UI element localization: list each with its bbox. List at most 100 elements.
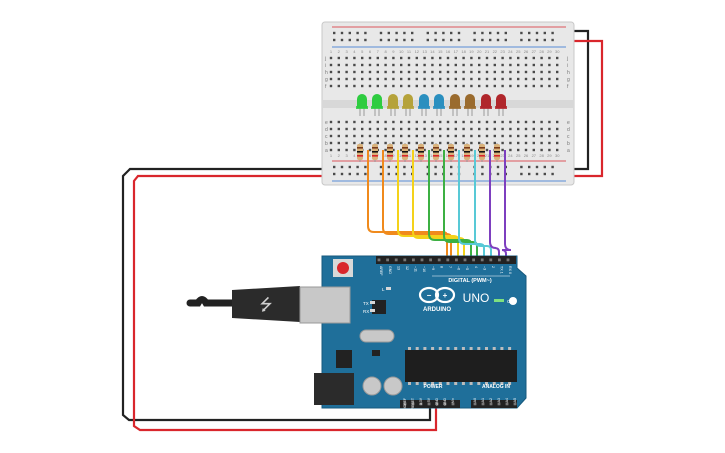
led[interactable]	[372, 94, 382, 108]
breadboard-hole	[392, 70, 395, 74]
breadboard-hole	[446, 70, 450, 74]
header-pin[interactable]	[377, 258, 381, 262]
usb-plug-body[interactable]	[232, 286, 300, 322]
breadboard-hole	[462, 134, 465, 138]
header-pin[interactable]	[451, 402, 455, 406]
breadboard-hole	[478, 134, 481, 138]
breadboard-hole	[470, 120, 473, 124]
header-pin[interactable]	[419, 402, 423, 406]
breadboard-hole	[524, 141, 528, 145]
led-rim	[464, 106, 476, 109]
header-pin[interactable]	[505, 402, 509, 406]
breadboard-hole	[431, 141, 434, 145]
breadboard-hole	[423, 84, 426, 88]
signal-wire[interactable]	[489, 150, 500, 260]
signal-wire[interactable]	[474, 150, 492, 260]
header-pin[interactable]	[481, 402, 485, 406]
rail-hole	[481, 165, 484, 169]
breadboard-hole	[329, 77, 333, 81]
usb-cable-tail	[186, 296, 236, 307]
header-pin[interactable]	[455, 258, 458, 262]
rail-hole	[528, 165, 531, 169]
header-pin[interactable]	[427, 402, 431, 406]
header-pin[interactable]	[506, 258, 510, 262]
header-pin[interactable]	[403, 258, 407, 262]
header-pin[interactable]	[480, 258, 484, 262]
chip-leg	[477, 347, 481, 350]
header-pin[interactable]	[472, 258, 475, 262]
breadboard-hole	[376, 134, 379, 138]
header-pin[interactable]	[463, 258, 467, 262]
signal-wire[interactable]	[501, 150, 512, 260]
header-pin[interactable]	[513, 402, 517, 406]
column-number: 6	[369, 153, 372, 158]
header-pin[interactable]	[446, 258, 450, 262]
red-power-wire[interactable]	[132, 39, 604, 432]
header-pin[interactable]	[473, 402, 477, 406]
breadboard-hole	[392, 63, 395, 67]
led[interactable]	[496, 94, 506, 108]
header-pin[interactable]	[411, 402, 415, 406]
breadboard-hole	[493, 70, 496, 74]
header-pin[interactable]	[498, 258, 501, 262]
resistor-band	[433, 147, 439, 149]
led[interactable]	[450, 94, 460, 108]
header-pin[interactable]	[403, 402, 407, 406]
header-pin[interactable]	[437, 258, 441, 262]
breadboard-hole	[454, 56, 457, 60]
breadboard-hole	[376, 120, 379, 124]
breadboard-hole	[524, 134, 528, 138]
usb-port[interactable]	[299, 286, 351, 324]
digital-pin-label: TX 1	[500, 266, 504, 274]
breadboard-hole	[501, 148, 504, 152]
led[interactable]	[419, 94, 429, 108]
header-pin[interactable]	[435, 402, 439, 406]
header-pin[interactable]	[443, 402, 447, 406]
header-pin[interactable]	[386, 258, 389, 262]
breadboard-hole	[415, 141, 418, 145]
breadboard-hole	[548, 84, 551, 88]
breadboard-hole	[509, 70, 512, 74]
led[interactable]	[403, 94, 413, 108]
header-pin[interactable]	[429, 258, 432, 262]
black-ground-wire[interactable]	[121, 29, 590, 422]
rx-label: RX	[363, 309, 369, 314]
breadboard-hole	[400, 63, 403, 67]
small-chip	[372, 300, 386, 314]
breadboard-hole	[376, 56, 379, 60]
header-pin[interactable]	[489, 258, 493, 262]
led[interactable]	[357, 94, 367, 108]
resistor-band	[464, 151, 470, 153]
led[interactable]	[434, 94, 444, 108]
header-pin[interactable]	[412, 258, 415, 262]
led[interactable]	[465, 94, 475, 108]
led-rim	[418, 106, 430, 109]
resistor-band	[418, 147, 424, 149]
led[interactable]	[481, 94, 491, 108]
column-number: 25	[516, 49, 521, 54]
breadboard-hole	[400, 120, 403, 124]
power-label: POWER	[424, 384, 443, 390]
header-pin[interactable]	[420, 258, 424, 262]
led-rim	[495, 106, 507, 109]
breadboard-hole	[532, 56, 535, 60]
breadboard-hole	[329, 127, 333, 131]
breadboard-hole	[376, 141, 379, 145]
rail-hole	[528, 38, 531, 42]
header-pin[interactable]	[489, 402, 493, 406]
breadboard-hole	[446, 56, 450, 60]
header-pin[interactable]	[497, 402, 501, 406]
breadboard-hole	[517, 120, 520, 124]
power-jack[interactable]	[314, 373, 354, 405]
led[interactable]	[388, 94, 398, 108]
reset-button[interactable]	[337, 262, 349, 274]
breadboard-hole	[548, 63, 551, 67]
breadboard-hole	[493, 127, 496, 131]
breadboard-hole	[337, 127, 340, 131]
rail-hole	[543, 172, 546, 176]
resistor-band	[387, 151, 393, 153]
breadboard-hole	[470, 84, 473, 88]
header-pin[interactable]	[394, 258, 398, 262]
column-number: 15	[438, 49, 443, 54]
